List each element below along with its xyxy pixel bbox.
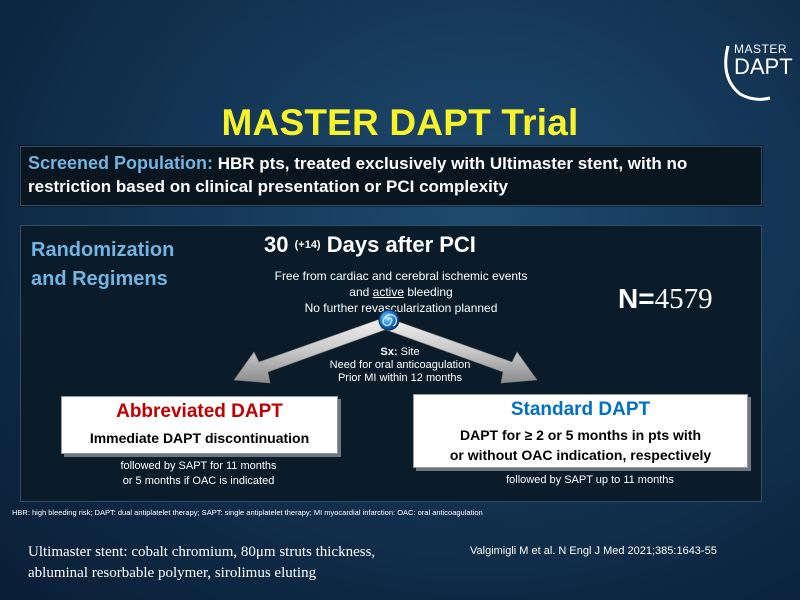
logo-line2: DAPT (734, 54, 793, 79)
strat-sx-label: Sx: (380, 346, 398, 358)
abbreviated-dapt-title: Abbreviated DAPT (116, 401, 283, 422)
screened-population-box: Screened Population: HBR pts, treated ex… (20, 146, 762, 206)
strat-sx-value: Site (397, 346, 420, 358)
screened-population-text: Screened Population: HBR pts, treated ex… (28, 152, 758, 198)
swirl-icon (378, 309, 400, 331)
criteria-line2: and active bleeding (240, 284, 562, 300)
abbreviated-dapt-box: Abbreviated DAPT Immediate DAPT disconti… (61, 396, 338, 454)
days-extra: (+14) (294, 239, 321, 252)
abbreviated-dapt-desc: Immediate DAPT discontinuation (89, 430, 310, 446)
randomization-label: Randomization and Regimens (31, 236, 211, 294)
standard-dapt-desc: DAPT for ≥ 2 or 5 months in pts with or … (414, 425, 747, 465)
standard-dapt-box: Standard DAPT DAPT for ≥ 2 or 5 months i… (413, 394, 748, 468)
strat-line2: Need for oral anticoagulation (329, 359, 471, 371)
abbreviated-followup: followed by SAPT for 11 months or 5 mont… (96, 459, 301, 489)
criteria-line2-pre: and (349, 285, 373, 299)
days-after-pci: 30 (+14) Days after PCI (264, 232, 476, 258)
abbreviated-followup-line1: followed by SAPT for 11 months (120, 460, 277, 472)
standard-followup: followed by SAPT up to 11 months (506, 474, 674, 486)
sample-size-value: 4579 (654, 283, 713, 315)
criteria-line3: No further revascularization planned (304, 301, 498, 315)
standard-dapt-desc-line2: or without OAC indication, respectively (449, 447, 712, 463)
abbreviations-footnote: HBR: high bleeding risk; DAPT: dual anti… (12, 508, 483, 517)
randomization-label-line2: and Regimens (31, 268, 168, 290)
strat-line3: Prior MI within 12 months (337, 372, 463, 384)
logo-arc-icon (724, 45, 771, 101)
criteria-line2-post: bleeding (404, 285, 453, 299)
sample-size: N=4579 (618, 283, 713, 316)
randomization-label-line1: Randomization (31, 239, 175, 261)
page-title: MASTER DAPT Trial (221, 102, 579, 143)
standard-dapt-title: Standard DAPT (510, 399, 651, 420)
randomization-criteria: Free from cardiac and cerebral ischemic … (240, 268, 562, 316)
stent-description: Ultimaster stent: cobalt chromium, 80μm … (28, 542, 375, 584)
logo-line1: MASTER (734, 42, 788, 56)
right-arrow-icon (380, 317, 538, 384)
standard-dapt-desc-line1: DAPT for ≥ 2 or 5 months in pts with (459, 427, 702, 443)
days-rest: Days after PCI (326, 232, 476, 257)
criteria-line1: Free from cardiac and cerebral ischemic … (274, 269, 528, 283)
days-number: 30 (264, 232, 289, 257)
screened-population-label: Screened Population: (28, 153, 214, 173)
strat-line1: Sx: Site (300, 346, 500, 359)
sample-size-prefix: N= (618, 283, 655, 314)
screened-population-description: HBR pts, treated exclusively with Ultima… (28, 154, 688, 196)
stent-description-line2: abluminal resorbable polymer, sirolimus … (28, 565, 317, 581)
abbreviated-followup-line2: or 5 months if OAC is indicated (122, 475, 275, 487)
criteria-line2-underlined: active (372, 285, 404, 299)
stent-description-line1: Ultimaster stent: cobalt chromium, 80μm … (28, 544, 376, 560)
master-dapt-logo: MASTER DAPT (718, 32, 793, 102)
stratification-text: Sx: Site Need for oral anticoagulation P… (300, 346, 500, 385)
left-arrow-icon (233, 317, 391, 384)
citation: Valgimigli M et al. N Engl J Med 2021;38… (470, 545, 717, 557)
